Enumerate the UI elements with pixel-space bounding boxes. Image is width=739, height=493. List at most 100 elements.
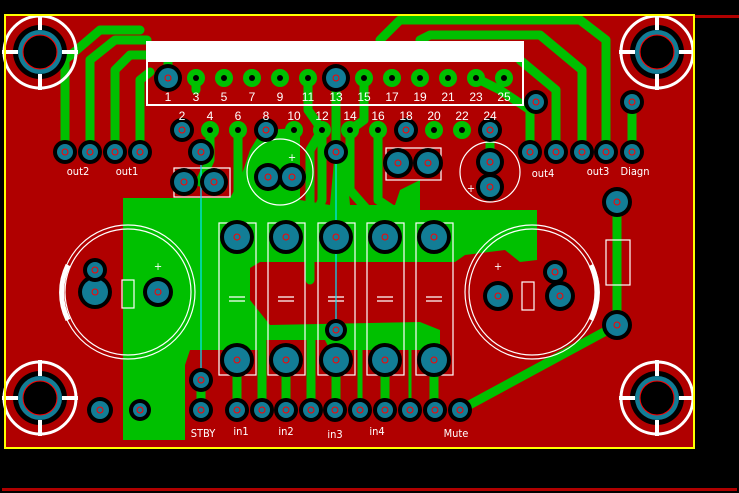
- pad: [299, 398, 323, 422]
- pad: [524, 90, 548, 114]
- mounting-hole-cross: [619, 360, 695, 436]
- capacitor-outline-c1: [246, 138, 314, 206]
- pad: [453, 121, 471, 139]
- pad: [278, 163, 306, 191]
- capacitor-symbol-right: [521, 281, 535, 311]
- pad: [341, 121, 359, 139]
- pad: [383, 148, 413, 178]
- pad-drill: [221, 75, 227, 81]
- pin-number: 11: [302, 90, 315, 104]
- pad-drill: [207, 127, 213, 133]
- pad-copper: [427, 402, 443, 418]
- pad: [602, 310, 632, 340]
- mounting-hole-drill: [639, 380, 675, 416]
- capacitor-symbol: [426, 296, 442, 302]
- pad-copper: [487, 285, 509, 307]
- pad: [201, 121, 219, 139]
- pad-copper: [549, 285, 571, 307]
- pad-drill: [494, 292, 502, 300]
- trace: [60, 25, 145, 157]
- pad-drill: [332, 356, 340, 364]
- board-edge-strip: [694, 15, 739, 18]
- pad-drill: [319, 127, 325, 133]
- pad: [448, 398, 472, 422]
- pad-copper: [528, 94, 544, 110]
- pad-drill: [154, 288, 162, 296]
- pads: [2, 14, 695, 436]
- pad-drill: [332, 148, 340, 156]
- polarity-plus-c2: +: [467, 182, 475, 195]
- capacitor-polarity-right: [588, 263, 600, 322]
- pad: [189, 368, 213, 392]
- pad-drill: [282, 356, 290, 364]
- pad-copper: [606, 314, 628, 336]
- pad-drill: [277, 75, 283, 81]
- pad-copper: [402, 402, 418, 418]
- mounting-hole-cross: [2, 360, 78, 436]
- pad: [313, 121, 331, 139]
- pad-copper: [204, 172, 224, 192]
- pad-drill: [178, 126, 186, 134]
- pad-copper: [377, 402, 393, 418]
- pad-copper: [421, 347, 447, 373]
- pad-drill: [486, 158, 494, 166]
- pad: [83, 258, 107, 282]
- pad-copper: [82, 279, 108, 305]
- pad: [189, 398, 213, 422]
- pad-drill: [613, 198, 621, 206]
- pad: [417, 343, 451, 377]
- pad-drill: [307, 406, 315, 414]
- pad-drill: [264, 173, 272, 181]
- pad-drill: [556, 292, 564, 300]
- mounting-hole-drill: [22, 380, 58, 416]
- pad-drill: [332, 233, 340, 241]
- pad-copper: [87, 262, 103, 278]
- pad: [368, 343, 402, 377]
- pad-drill: [430, 356, 438, 364]
- pad-drill: [361, 75, 367, 81]
- pad: [483, 281, 513, 311]
- pin-number: 19: [413, 90, 427, 104]
- pad-drill: [235, 127, 241, 133]
- pad: [394, 118, 418, 142]
- pin-number: 16: [371, 109, 385, 123]
- pad: [543, 260, 567, 284]
- pad: [170, 118, 194, 142]
- pad-copper: [258, 167, 278, 187]
- pad-copper: [158, 68, 178, 88]
- pad-copper: [522, 144, 538, 160]
- pad-copper: [224, 224, 250, 250]
- top-copper-pour: [123, 128, 537, 440]
- pad: [439, 69, 457, 87]
- pad-copper: [574, 144, 590, 160]
- pad-drill: [111, 148, 119, 156]
- pad-drill: [197, 406, 205, 414]
- label-out3: out3: [587, 165, 610, 178]
- pad: [285, 121, 303, 139]
- pad: [417, 220, 451, 254]
- pad: [413, 148, 443, 178]
- pad: [274, 398, 298, 422]
- pad: [200, 168, 228, 196]
- pin-number: 1: [165, 90, 172, 104]
- pad-copper: [327, 402, 343, 418]
- pad-drill: [456, 406, 464, 414]
- pad: [129, 399, 151, 421]
- pad-drill: [473, 75, 479, 81]
- pad-copper: [107, 144, 123, 160]
- pad: [78, 140, 102, 164]
- pad-drill: [332, 326, 340, 334]
- pad-copper: [606, 191, 628, 213]
- pad-drill: [394, 159, 402, 167]
- capacitor-outline-left-inner: [64, 228, 192, 356]
- pad-drill: [389, 75, 395, 81]
- trace: [455, 320, 622, 415]
- pad: [229, 121, 247, 139]
- pin-number: 5: [221, 90, 228, 104]
- pad: [368, 220, 402, 254]
- pad-drill: [180, 178, 188, 186]
- pad: [220, 343, 254, 377]
- pad-copper: [421, 224, 447, 250]
- label-diagn: Diagn: [621, 165, 650, 178]
